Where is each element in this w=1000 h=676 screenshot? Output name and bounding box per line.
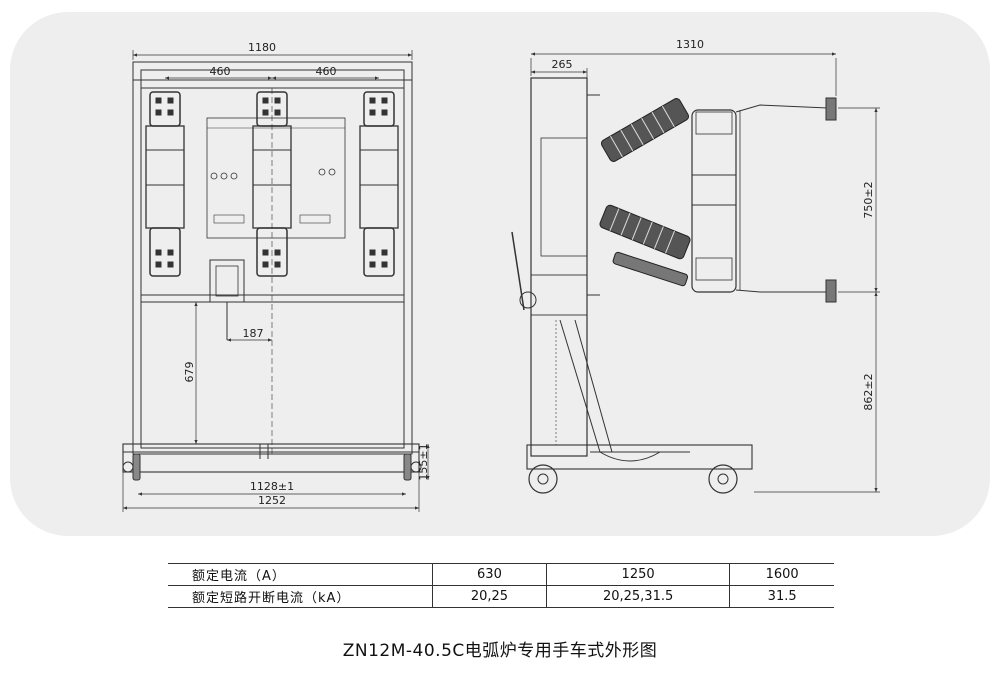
- dim-1128: 1128±1: [250, 480, 294, 493]
- dim-155: 155±1: [417, 443, 430, 480]
- upper-insulator: [600, 98, 690, 162]
- figure-caption: ZN12M-40.5C电弧炉专用手车式外形图: [342, 641, 658, 661]
- front-view: [122, 61, 422, 481]
- dim-1180: 1180: [248, 41, 276, 54]
- pole-right: [359, 91, 399, 277]
- dim-1252: 1252: [258, 494, 286, 507]
- dim-460-left: 460: [210, 65, 231, 78]
- pole-left: [145, 91, 185, 277]
- table-cell: 1250: [545, 563, 730, 586]
- dim-750: 750±2: [862, 181, 875, 218]
- table-row: 额定短路开断电流（kA） 20,25 20,25,31.5 31.5: [168, 585, 834, 608]
- dim-1310: 1310: [676, 38, 704, 51]
- row-label: 额定电流（A）: [168, 563, 433, 586]
- dim-679: 679: [183, 362, 196, 383]
- table-cell: 630: [432, 563, 547, 586]
- lower-insulator: [599, 204, 691, 260]
- dim-862: 862±2: [862, 373, 875, 410]
- table-cell: 20,25: [432, 585, 547, 608]
- front-view-dimensions: [122, 50, 430, 512]
- side-view: [511, 77, 837, 494]
- table-cell: 20,25,31.5: [545, 585, 730, 608]
- technical-drawing: 1180 460 460 187 679 155±1 1128±1 1252: [122, 38, 880, 512]
- table-cell: 1600: [729, 563, 834, 586]
- pole-middle: [252, 91, 292, 277]
- dim-460-right: 460: [316, 65, 337, 78]
- spec-table: 额定电流（A） 630 1250 1600 额定短路开断电流（kA） 20,25…: [168, 563, 834, 608]
- dim-265: 265: [552, 58, 573, 71]
- side-view-dimensions: [530, 52, 880, 493]
- dim-187: 187: [243, 327, 264, 340]
- table-row: 额定电流（A） 630 1250 1600: [168, 563, 834, 586]
- row-label: 额定短路开断电流（kA）: [168, 585, 433, 608]
- table-cell: 31.5: [729, 585, 834, 608]
